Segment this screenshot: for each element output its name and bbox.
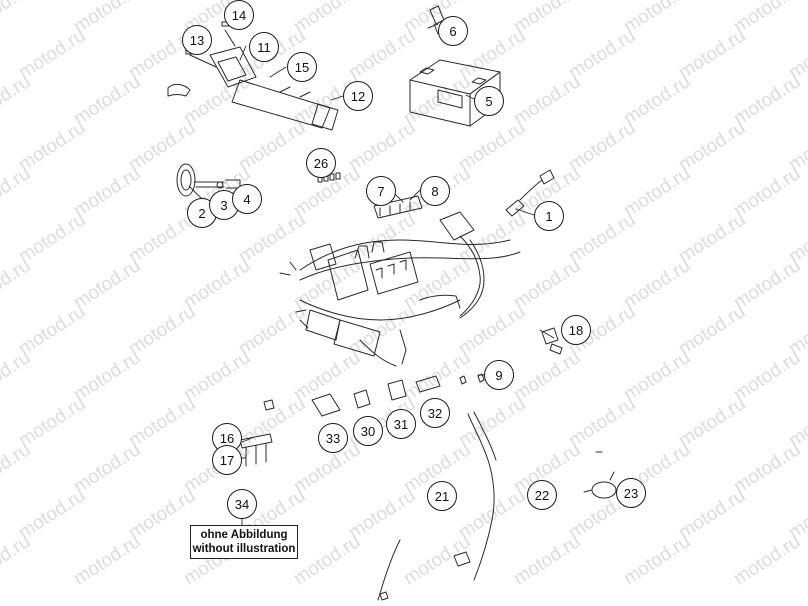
callout-11-label: 11 — [257, 39, 271, 55]
callout-30-label: 30 — [360, 423, 376, 439]
callout-17-label: 17 — [219, 452, 235, 468]
callout-33: 33 — [318, 423, 348, 453]
callout-4-label: 4 — [243, 191, 251, 207]
callout-1: 1 — [534, 201, 564, 231]
callout-6: 6 — [438, 16, 468, 46]
callout-23-label: 23 — [623, 485, 639, 501]
long-cable — [377, 411, 497, 601]
callout-18: 18 — [561, 315, 591, 345]
main-wiring-harness — [279, 211, 521, 367]
callout-22: 22 — [527, 480, 557, 510]
leader-lines — [188, 24, 555, 527]
callout-32: 32 — [420, 398, 450, 428]
callout-16-label: 16 — [219, 430, 235, 446]
sensor-cable — [505, 169, 555, 217]
callout-1-label: 1 — [545, 208, 553, 224]
callout-32-label: 32 — [427, 405, 443, 421]
terminal-strip — [239, 433, 273, 467]
callout-33-label: 33 — [325, 430, 341, 446]
fuse-set — [317, 172, 341, 183]
callout-8: 8 — [420, 176, 450, 206]
callout-5: 5 — [474, 86, 504, 116]
callout-23: 23 — [616, 478, 646, 508]
sensor-plug — [541, 327, 563, 355]
callout-9-label: 9 — [495, 367, 503, 383]
horn-pulley — [176, 163, 241, 197]
callout-18-label: 18 — [568, 322, 584, 338]
callout-31-label: 31 — [393, 416, 409, 432]
callout-21-label: 21 — [434, 488, 450, 504]
callout-14-label: 14 — [231, 7, 247, 23]
relay-row — [263, 375, 441, 417]
callout-26: 26 — [306, 148, 336, 178]
callout-30: 30 — [353, 416, 383, 446]
rear-sensor — [583, 451, 617, 499]
callout-15: 15 — [287, 52, 317, 82]
callout-7: 7 — [366, 176, 396, 206]
callout-26-label: 26 — [313, 155, 329, 171]
callout-15-label: 15 — [294, 59, 310, 75]
callout-17: 17 — [212, 445, 242, 475]
callout-4: 4 — [232, 184, 262, 214]
callout-5-label: 5 — [485, 93, 493, 109]
callout-6-label: 6 — [449, 23, 457, 39]
callout-11: 11 — [249, 32, 279, 62]
small-connectors — [459, 373, 485, 385]
callout-21: 21 — [427, 481, 457, 511]
callout-2-label: 2 — [198, 205, 206, 221]
callout-13-label: 13 — [189, 32, 205, 48]
callout-3-label: 3 — [220, 197, 228, 213]
note-line-en: without illustration — [192, 543, 296, 555]
no-illustration-note: ohne Abbildung without illustration — [190, 525, 298, 559]
callout-7-label: 7 — [377, 183, 385, 199]
callout-31: 31 — [386, 409, 416, 439]
callout-13: 13 — [182, 25, 212, 55]
callout-12: 12 — [343, 81, 373, 111]
callout-34-label: 34 — [234, 496, 250, 512]
callout-34: 34 — [227, 489, 257, 519]
callout-8-label: 8 — [431, 183, 439, 199]
callout-9: 9 — [484, 360, 514, 390]
callout-12-label: 12 — [350, 88, 366, 104]
fuse-box — [373, 195, 423, 219]
callout-14: 14 — [224, 0, 254, 30]
note-line-de: ohne Abbildung — [200, 528, 288, 541]
relay-bracket-assembly — [167, 21, 339, 131]
callout-22-label: 22 — [534, 487, 550, 503]
